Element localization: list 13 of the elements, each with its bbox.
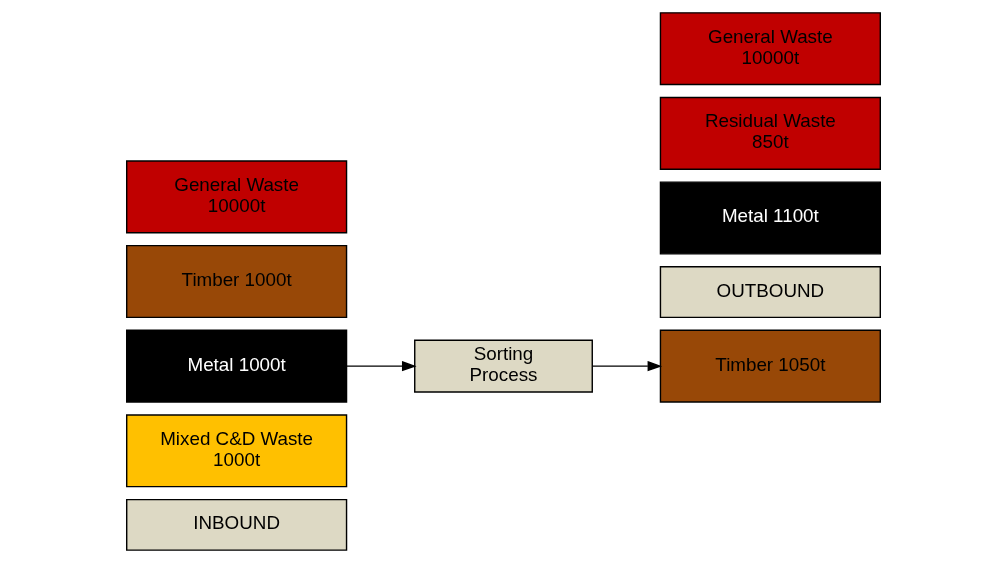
node-box: Metal 1000t	[126, 329, 348, 403]
arrow	[346, 361, 417, 372]
arrow	[591, 361, 663, 372]
node-box: General Waste 10000t	[659, 12, 881, 86]
node-box: Mixed C&D Waste 1000t	[126, 414, 348, 488]
node-box: Sorting Process	[414, 339, 593, 393]
node-box: General Waste 10000t	[126, 160, 348, 234]
node-box: Timber 1050t	[659, 329, 881, 403]
node-box: INBOUND	[126, 498, 348, 551]
node-box: OUTBOUND	[659, 266, 881, 319]
node-box: Residual Waste 850t	[659, 96, 881, 170]
node-box: Timber 1000t	[126, 244, 348, 319]
node-box: Metal 1100t	[659, 181, 881, 255]
